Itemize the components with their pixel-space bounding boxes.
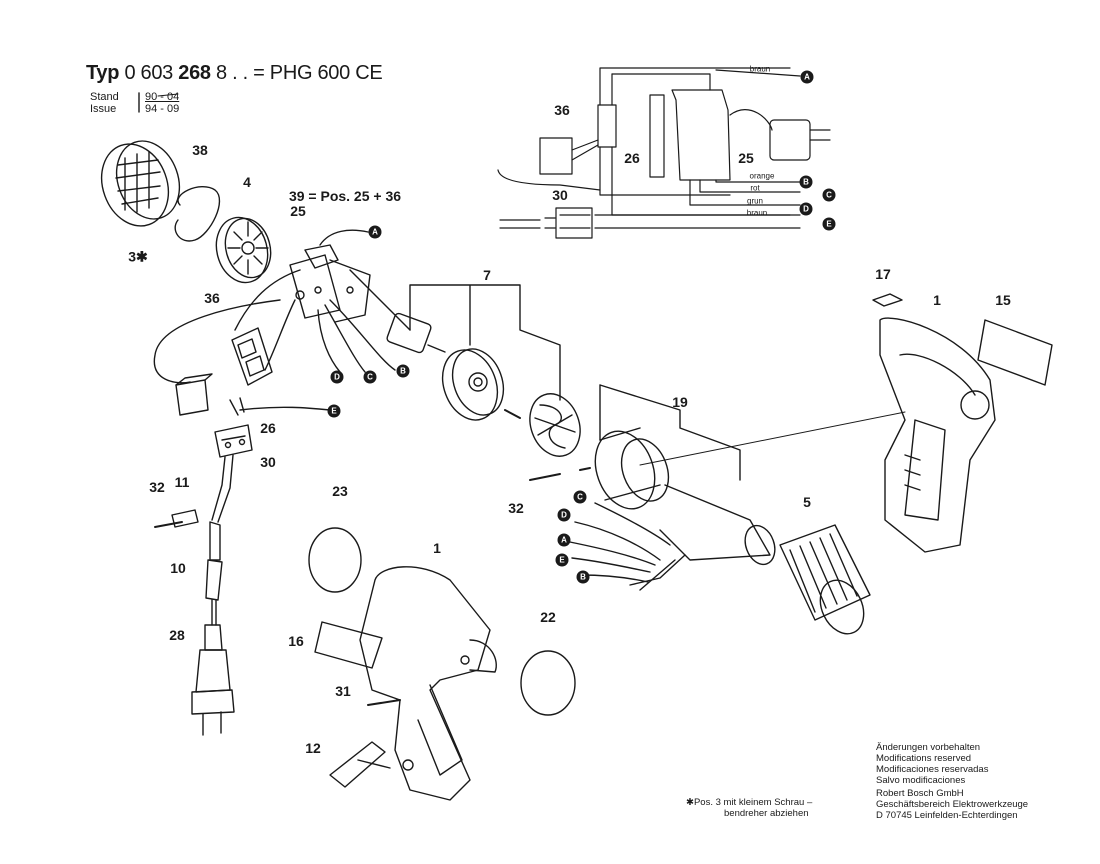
- footer-address: D 70745 Leinfelden-Echterdingen: [876, 810, 1018, 821]
- label-26-schematic: 26: [624, 150, 640, 166]
- label-30: 30: [260, 454, 276, 470]
- label-30-schematic: 30: [552, 187, 568, 203]
- motor-part-7: [386, 312, 521, 421]
- label-23: 23: [332, 483, 348, 499]
- footer-line-3: Modificaciones reservadas: [876, 764, 989, 775]
- wire-label-orange: orange: [749, 171, 775, 181]
- label-38: 38: [192, 142, 208, 158]
- label-36-schematic: 36: [554, 102, 570, 118]
- type-title: Typ 0 603 268 8 . . = PHG 600 CE: [86, 62, 383, 85]
- label-26: 26: [260, 420, 276, 436]
- rocker-switch-part-36: [231, 327, 273, 386]
- marker-e-element: E: [555, 553, 569, 567]
- nozzle-part-5: [779, 524, 871, 635]
- footer-division: Geschäftsbereich Elektrowerkzeuge: [876, 799, 1029, 810]
- label-strip-part-16: [314, 621, 383, 669]
- label-39: 39 = Pos. 25 + 36: [288, 188, 402, 204]
- fan-wheel: [529, 393, 581, 457]
- label-10: 10: [170, 560, 186, 576]
- wiring-schematic: [497, 67, 831, 239]
- retaining-ring-part-22: [520, 650, 576, 716]
- marker-b-schematic: B: [799, 175, 813, 189]
- typ-label: Typ: [86, 62, 120, 84]
- marker-c-schematic: C: [822, 188, 836, 202]
- typ-number-suffix: 8 . . = PHG 600 CE: [216, 62, 383, 84]
- retaining-ring-part-23: [308, 527, 362, 593]
- label-17: 17: [875, 266, 891, 282]
- label-22: 22: [540, 609, 556, 625]
- stand-label: Stand: [90, 91, 119, 103]
- label-31: 31: [335, 683, 351, 699]
- marker-d-element: D: [557, 508, 571, 522]
- typ-number-prefix: 0 603: [124, 62, 174, 84]
- wire-label-grun: grun: [746, 196, 764, 206]
- footer-line-2: Modifications reserved: [876, 753, 972, 764]
- marker-a-switch: A: [368, 225, 382, 239]
- label-5: 5: [803, 494, 811, 510]
- capacitor-box: [175, 379, 209, 416]
- label-19: 19: [672, 394, 688, 410]
- label-36: 36: [204, 290, 220, 306]
- label-32-left: 32: [149, 479, 165, 495]
- label-28: 28: [169, 627, 185, 643]
- nameplate-part-17: [872, 293, 903, 307]
- marker-a-schematic: A: [800, 70, 814, 84]
- marker-e-schematic: E: [822, 217, 836, 231]
- power-plug-part-28: [191, 624, 235, 736]
- connector-part-30: [214, 424, 253, 458]
- label-strip-part-15: [977, 319, 1053, 386]
- wire-label-rot: rot: [750, 183, 760, 193]
- spring-clip-part-12: [329, 741, 391, 788]
- wire-label-braun-bottom: braun: [746, 208, 768, 218]
- label-15: 15: [995, 292, 1011, 308]
- footer-line-1: Änderungen vorbehalten: [876, 742, 981, 753]
- label-25: 25: [290, 203, 306, 219]
- label-25-schematic: 25: [738, 150, 754, 166]
- footer-line-4: Salvo modificaciones: [876, 775, 966, 786]
- housing-half-part-1-front: [359, 566, 497, 801]
- typ-number-main: 268: [178, 62, 211, 84]
- heating-element-part-19: [594, 427, 776, 591]
- marker-b-element: B: [576, 570, 590, 584]
- housing-half-part-1-rear: [879, 317, 996, 553]
- note-line-2: bendreher abziehen: [724, 808, 809, 819]
- label-1-rear: 1: [933, 292, 941, 308]
- label-11: 11: [174, 474, 190, 490]
- cable-sleeve-part-10: [205, 559, 223, 601]
- issue-label: Issue: [90, 103, 117, 115]
- label-3: 3✱: [128, 248, 148, 265]
- switch-block-part-25: [289, 244, 371, 323]
- label-16: 16: [288, 633, 304, 649]
- wire-label-braun-top: braun: [749, 64, 771, 74]
- label-12: 12: [305, 740, 321, 756]
- marker-a-element: A: [557, 533, 571, 547]
- end-cap-part-3: [100, 140, 181, 227]
- label-32-mid: 32: [508, 500, 524, 516]
- issue-value: 94 - 09: [145, 103, 180, 115]
- label-4: 4: [243, 174, 251, 190]
- marker-b-switch: B: [396, 364, 410, 378]
- footer-company: Robert Bosch GmbH: [876, 788, 964, 799]
- marker-d-switch: D: [330, 370, 344, 384]
- marker-c-element: C: [573, 490, 587, 504]
- marker-c-switch: C: [363, 370, 377, 384]
- marker-e-switch: E: [327, 404, 341, 418]
- label-7: 7: [483, 267, 491, 283]
- disc-part-4: [215, 216, 272, 284]
- retaining-ring-part-38: [174, 186, 221, 242]
- note-line-1: ✱Pos. 3 mit kleinem Schrau –: [686, 797, 813, 808]
- label-1-front: 1: [433, 540, 441, 556]
- marker-d-schematic: D: [799, 202, 813, 216]
- stand-value: 90 - 04: [145, 91, 180, 103]
